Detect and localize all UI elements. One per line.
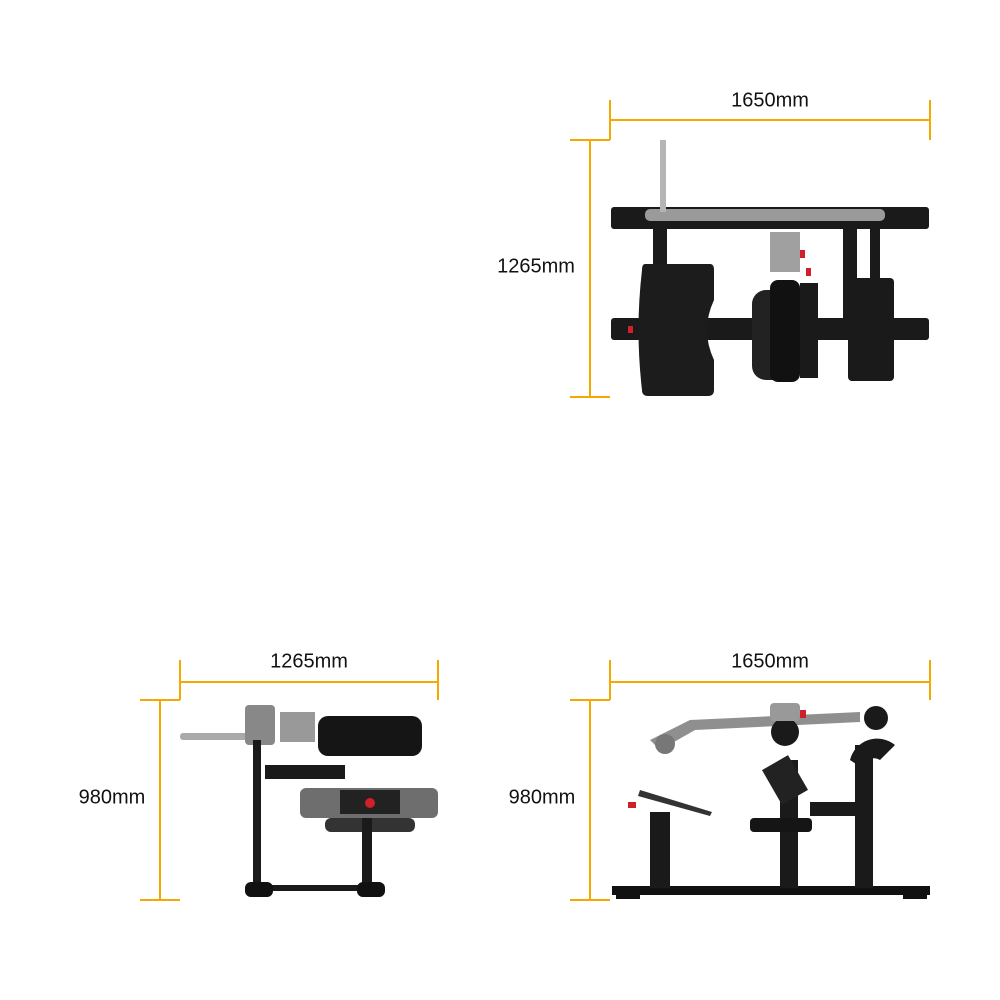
dimension-lines <box>140 100 931 901</box>
side-height-label: 980mm <box>78 786 146 809</box>
machine-top-view <box>611 140 929 396</box>
front-width-dimension <box>609 660 931 700</box>
front-height-label: 980mm <box>508 786 576 809</box>
side-width-dimension <box>179 660 439 700</box>
top-width-label: 1650mm <box>731 89 809 112</box>
front-width-label: 1650mm <box>731 650 809 673</box>
top-depth-dimension <box>570 139 610 398</box>
side-width-label: 1265mm <box>270 650 348 673</box>
front-height-dimension <box>570 699 610 901</box>
top-depth-label: 1265mm <box>497 255 575 278</box>
top-width-dimension <box>609 100 931 140</box>
machine-front-view <box>612 703 930 899</box>
machine-side-view <box>180 705 438 897</box>
side-height-dimension <box>140 699 180 901</box>
